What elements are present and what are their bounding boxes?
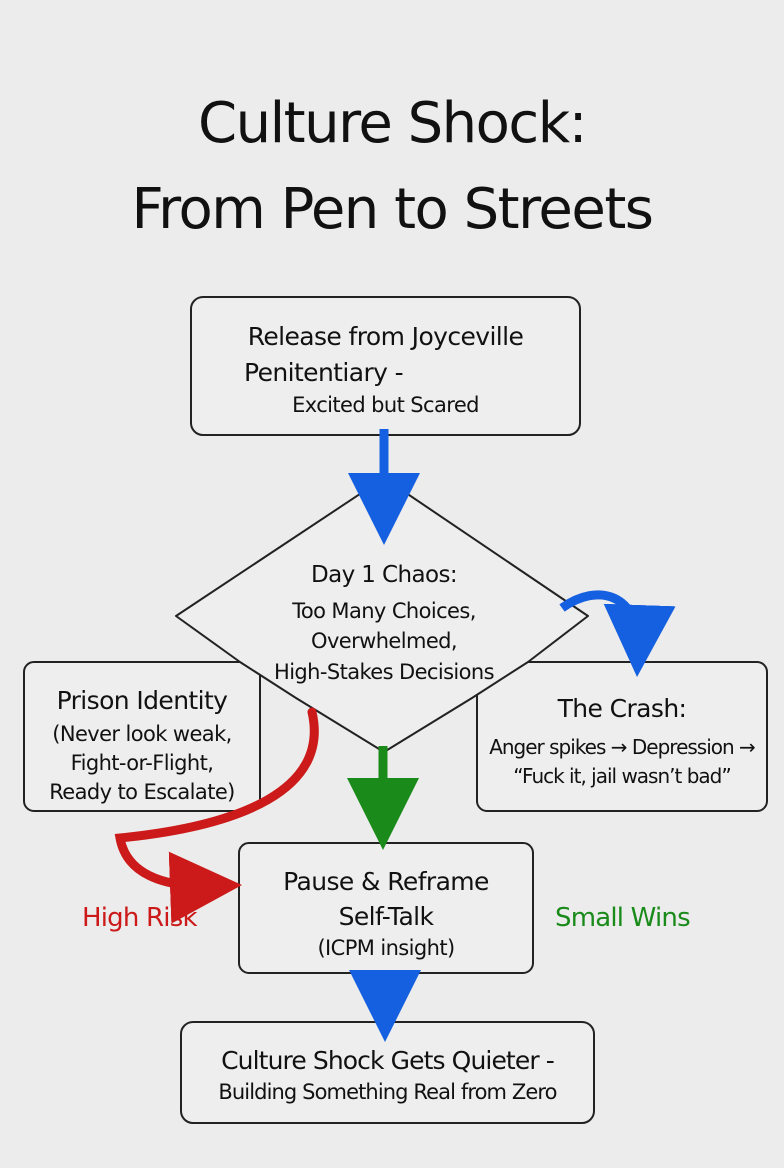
identity-line-2: Fight-or-Flight,	[70, 751, 214, 775]
identity-line-3: Ready to Escalate)	[49, 780, 235, 804]
prison-identity-node	[23, 661, 261, 812]
page-title-line-1: Culture Shock:	[197, 91, 588, 156]
arrow-identity-high-risk	[114, 707, 319, 924]
crash-heading: The Crash:	[557, 694, 687, 723]
day1-line-1: Too Many Choices,	[292, 599, 476, 623]
pause-line-3: (ICPM insight)	[317, 936, 455, 960]
crash-line-1: Anger spikes → Depression →	[489, 735, 756, 759]
day1-line-3: High-Stakes Decisions	[274, 660, 495, 684]
pause-line-2: Self-Talk	[338, 902, 434, 931]
release-line-2: Penitentiary -	[244, 358, 404, 387]
day1-heading: Day 1 Chaos:	[310, 562, 458, 588]
identity-line-1: (Never look weak,	[52, 722, 232, 746]
arrow-day1-to-crash	[559, 590, 676, 677]
page-title-line-2: From Pen to Streets	[131, 177, 654, 242]
quieter-line-1: Culture Shock Gets Quieter -	[221, 1046, 555, 1075]
identity-heading: Prison Identity	[56, 686, 228, 715]
crash-line-2: “Fuck it, jail wasn’t bad”	[513, 764, 731, 788]
quieter-line-2: Building Something Real from Zero	[218, 1080, 557, 1104]
release-line-3: Excited but Scared	[292, 393, 479, 417]
release-line-1: Release from Joyceville	[247, 322, 524, 351]
high-risk-label: High Risk	[82, 903, 198, 933]
pause-line-1: Pause & Reframe	[283, 867, 489, 896]
small-wins-label: Small Wins	[555, 903, 691, 933]
day1-line-2: Overwhelmed,	[311, 629, 458, 653]
